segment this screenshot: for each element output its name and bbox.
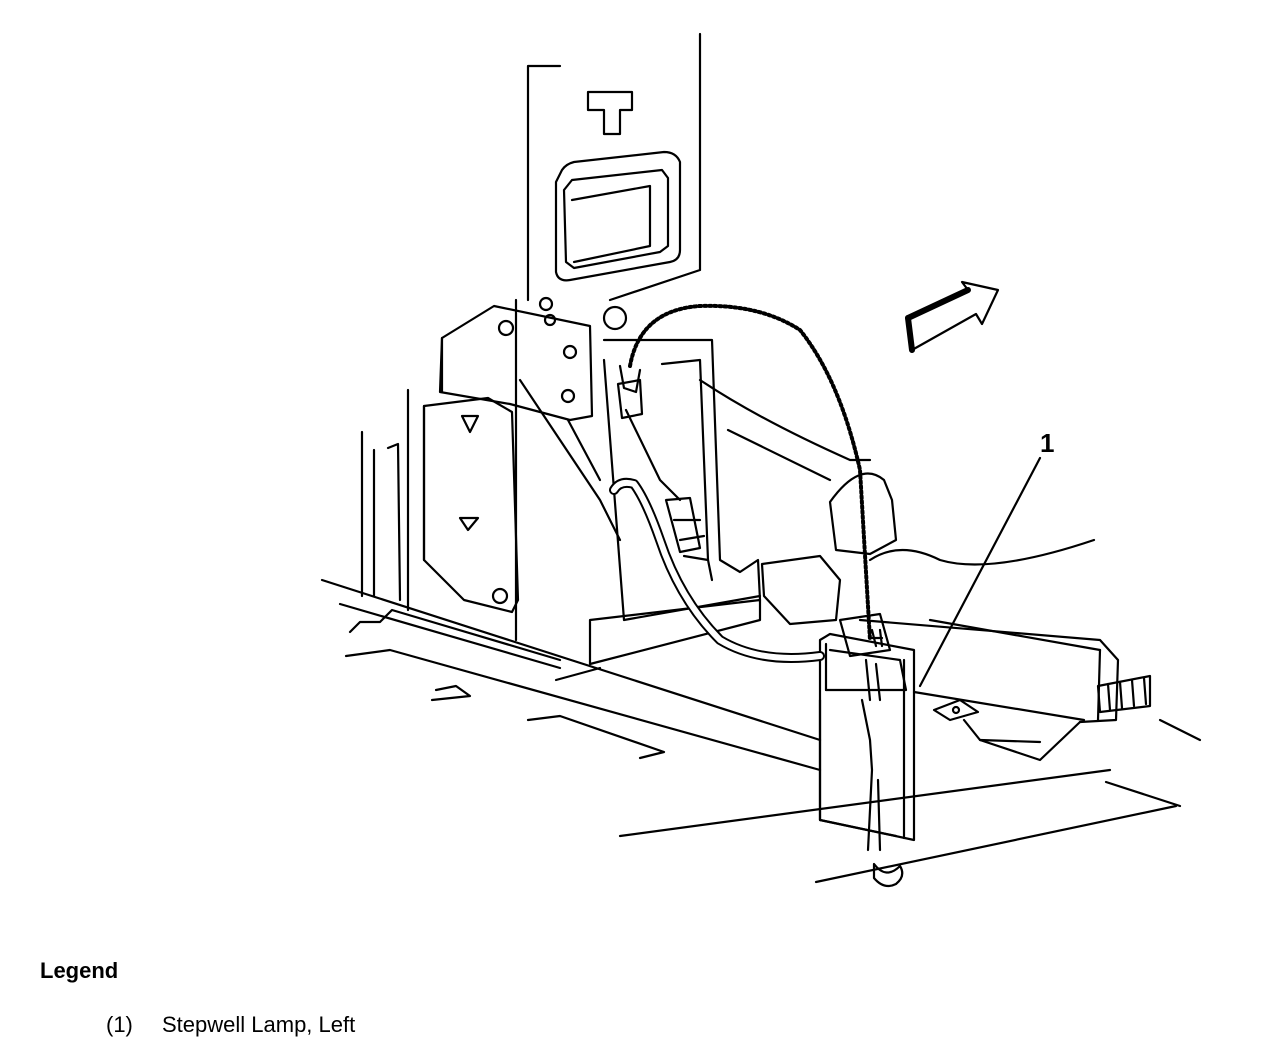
stepwell-lamp-housing [818,632,916,888]
door-pillar [526,32,702,331]
legend-item: (1) Stepwell Lamp, Left [106,1014,355,1036]
side-rail [858,618,1152,762]
front-arrow-icon [905,280,1000,353]
seat-frame [514,298,872,666]
floor-lines [320,578,1202,884]
mounting-bracket [438,304,594,422]
legend-item-number: (1) [106,1012,133,1037]
legend-title: Legend [40,958,119,983]
callout-leader-line [918,456,1042,688]
stepwell-lamp-diagram [320,32,1202,888]
wiring-harness [609,303,1096,663]
legend-item-label: Stepwell Lamp, Left [162,1012,356,1037]
lower-panel [360,388,520,614]
callout-number-1: 1 [1040,428,1055,458]
